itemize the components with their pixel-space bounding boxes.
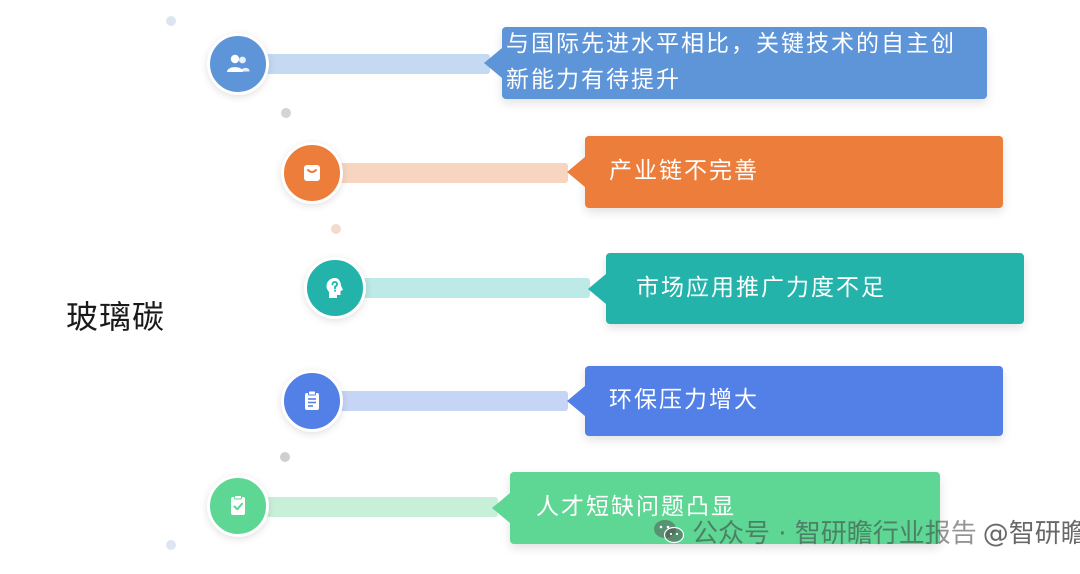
item-4-text: 环保压力增大 (609, 387, 759, 414)
timeline-dot (280, 452, 290, 462)
item-2-circle (281, 142, 343, 204)
item-3-circle (304, 257, 366, 319)
timeline-dot (166, 16, 176, 26)
connector-bar-4 (336, 391, 568, 411)
item-4-circle (281, 370, 343, 432)
item-1-circle (207, 33, 269, 95)
idea-head-icon (326, 278, 343, 298)
watermark: 公众号 · 智研瞻行业报告 @智研瞻 (652, 513, 1080, 550)
timeline-dot (166, 540, 176, 550)
item-1-box: 与国际先进水平相比，关键技术的自主创新能力有待提升 (484, 27, 987, 99)
diagram-title: 玻璃碳 (66, 298, 166, 336)
timeline-dot (331, 224, 341, 234)
check-clipboard-icon (231, 495, 245, 515)
connector-bar-5 (262, 497, 498, 517)
item-2-box: 产业链不完善 (567, 136, 1003, 208)
wechat-icon (654, 519, 685, 543)
users-icon (227, 54, 250, 72)
item-4-box: 环保压力增大 (567, 366, 1003, 436)
connector-bar-1 (262, 54, 490, 74)
watermark-handle: @智研瞻 (982, 519, 1080, 549)
item-2-text: 产业链不完善 (609, 158, 759, 185)
item-3-text: 市场应用推广力度不足 (636, 274, 886, 301)
connector-bar-2 (336, 163, 568, 183)
clipboard-icon (305, 390, 319, 410)
item-3-box: 市场应用推广力度不足 (588, 253, 1024, 324)
watermark-text: 公众号 · 智研瞻行业报告 (692, 519, 977, 549)
item-5-box: 人才短缺问题凸显 (492, 472, 940, 544)
item-1-text: 与国际先进水平相比，关键技术的自主创新能力有待提升 (506, 31, 956, 93)
item-5-circle (207, 475, 269, 537)
connector-bar-3 (358, 278, 590, 298)
item-5-text: 人才短缺问题凸显 (536, 494, 736, 521)
timeline-dot (281, 108, 291, 118)
bag-icon (304, 165, 320, 181)
